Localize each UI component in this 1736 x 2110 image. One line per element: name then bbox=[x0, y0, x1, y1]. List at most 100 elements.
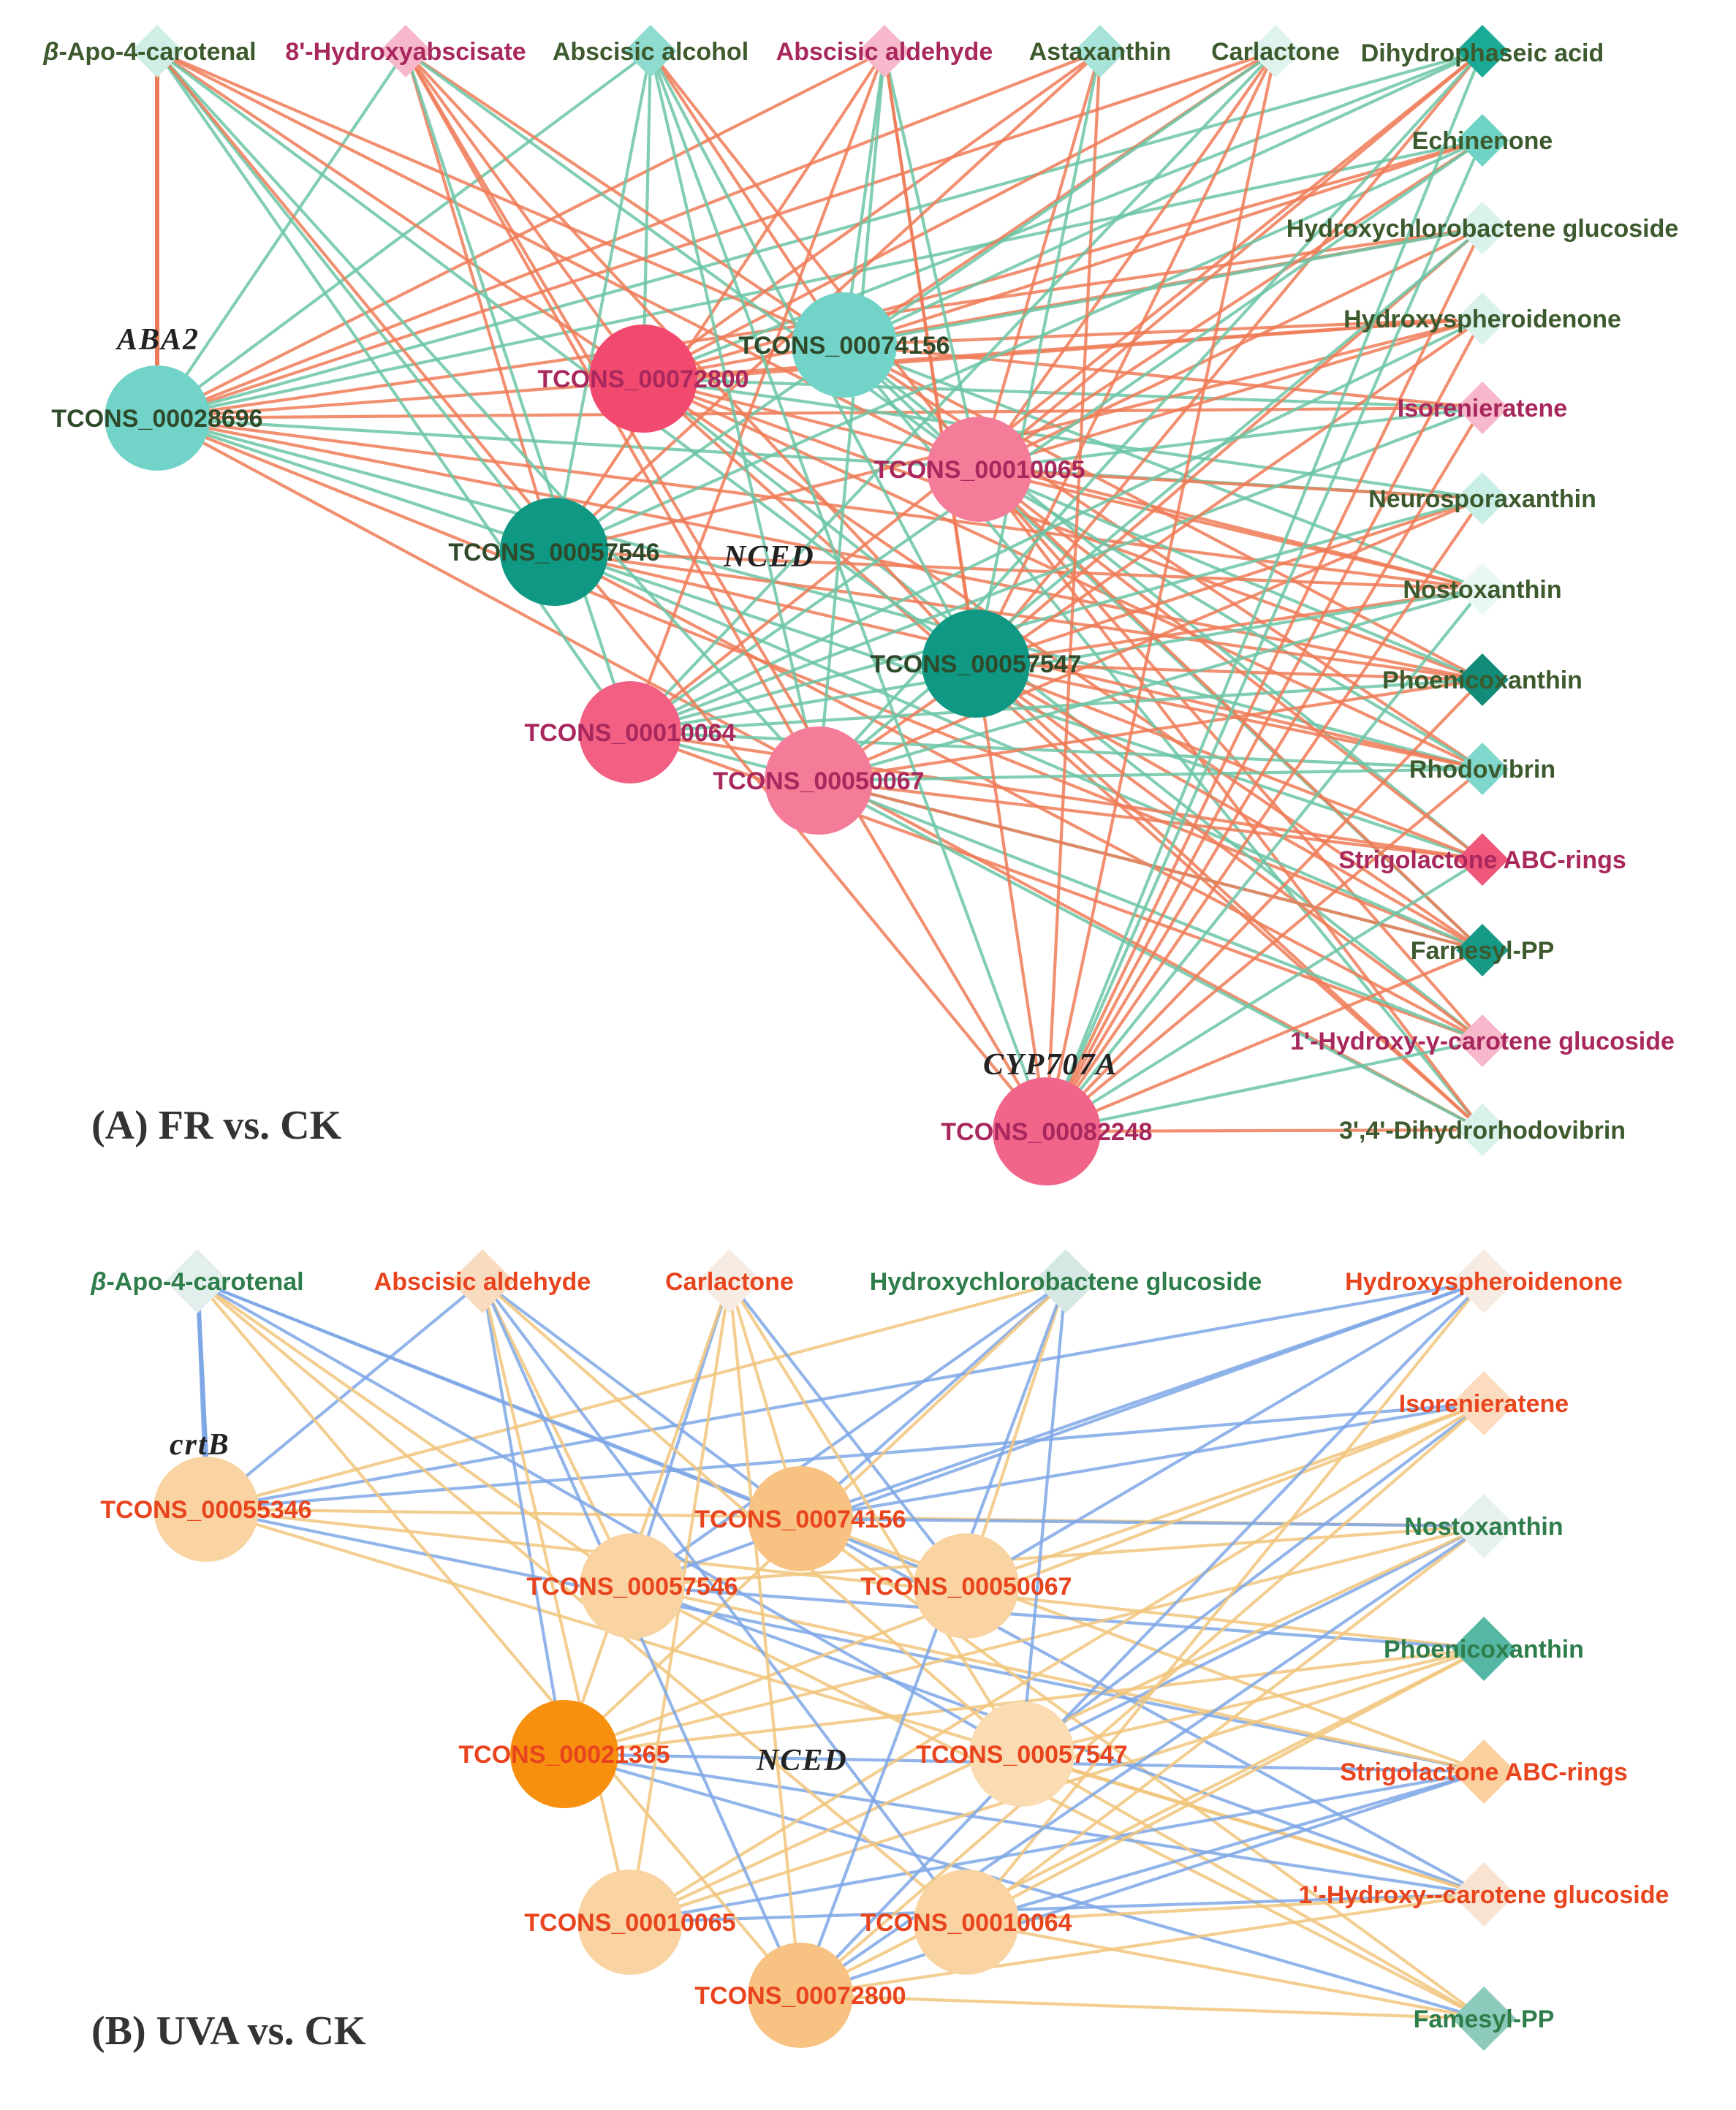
metabolite-node-strigolactone-abc-rings[interactable]: Strigolactone ABC-rings bbox=[1338, 833, 1626, 886]
metabolite-label: Dihydrophaseic acid bbox=[1361, 39, 1604, 67]
gene-node-tcons-00057547[interactable]: TCONS_00057547 bbox=[870, 610, 1082, 718]
metabolite-node-dihydrophaseic-acid[interactable]: Dihydrophaseic acid bbox=[1361, 25, 1604, 77]
metabolite-node-1-hydroxy-carotene-glucoside[interactable]: 1'-Hydroxy--carotene glucoside bbox=[1299, 1862, 1669, 1927]
metabolite-node-abscisic-alcohol[interactable]: Abscisic alcohol bbox=[553, 25, 748, 77]
edge-a-tcons-00072800-4 bbox=[642, 50, 1102, 380]
edge-a-tcons-00010065-17 bbox=[978, 468, 1484, 1042]
metabolite-label: Abscisic alcohol bbox=[553, 38, 748, 66]
edge-b-tcons-00010064-0 bbox=[196, 1280, 968, 1924]
metabolite-label: Hydroxyspheroidenone bbox=[1343, 306, 1621, 333]
gene-node-tcons-00074156[interactable]: TCONS_00074156 bbox=[694, 1466, 906, 1571]
metabolite-node-apo-4-carotenal[interactable]: β-Apo-4-carotenal bbox=[90, 1249, 304, 1313]
gene-node-tcons-00074156[interactable]: TCONS_00074156 bbox=[738, 292, 950, 398]
gene-node-tcons-00055346[interactable]: TCONS_00055346 bbox=[100, 1457, 312, 1562]
gene-node-tcons-00010065[interactable]: TCONS_00010065 bbox=[524, 1870, 736, 1975]
gene-node-tcons-00010065[interactable]: TCONS_00010065 bbox=[873, 417, 1085, 522]
edge-a-tcons-00028696-1 bbox=[156, 50, 407, 420]
edge-a-tcons-00028696-16 bbox=[156, 417, 1483, 952]
metabolite-label: Carlactone bbox=[1211, 38, 1340, 66]
edge-b-tcons-00050067-4 bbox=[965, 1280, 1485, 1587]
edge-a-tcons-00082248-2 bbox=[649, 50, 1048, 1132]
metabolite-node-hydroxychlorobactene-glucoside[interactable]: Hydroxychlorobactene glucoside bbox=[1286, 202, 1679, 254]
panel-a-fr-vs-ck: β-Apo-4-carotenal 8'-Hydroxyabscisate Absc… bbox=[42, 25, 1678, 1185]
metabolite-node-strigolactone-abc-rings[interactable]: Strigolactone ABC-rings bbox=[1340, 1739, 1628, 1804]
edge-b-tcons-00010064-10 bbox=[966, 1920, 1485, 2021]
metabolite-node-abscisic-aldehyde[interactable]: Abscisic aldehyde bbox=[776, 25, 993, 77]
metabolite-node-carlactone[interactable]: Carlactone bbox=[1211, 25, 1340, 77]
metabolite-label: Rhodovibrin bbox=[1409, 756, 1555, 783]
gene-node-tcons-00028696[interactable]: TCONS_00028696 bbox=[51, 365, 263, 471]
edge-a-tcons-00010065-13 bbox=[979, 468, 1483, 681]
edge-a-tcons-00010065-18 bbox=[978, 468, 1484, 1131]
gene-label: TCONS_00050067 bbox=[860, 1573, 1072, 1601]
edge-a-tcons-00057547-11 bbox=[975, 497, 1483, 665]
gene-node-tcons-00072800[interactable]: TCONS_00072800 bbox=[694, 1943, 906, 2048]
metabolite-node-phoenicoxanthin[interactable]: Phoenicoxanthin bbox=[1384, 1617, 1584, 1681]
metabolite-label: 1'-Hydroxy-γ-carotene glucoside bbox=[1290, 1028, 1675, 1055]
metabolite-label: Abscisic aldehyde bbox=[776, 38, 993, 66]
gene-node-tcons-00057546[interactable]: TCONS_00057546 bbox=[526, 1533, 738, 1639]
metabolite-label: Strigolactone ABC-rings bbox=[1338, 846, 1626, 874]
gene-node-tcons-00057546[interactable]: TCONS_00057546 bbox=[448, 498, 660, 606]
metabolite-label: Hydroxyspheroidenone bbox=[1345, 1268, 1623, 1296]
metabolite-node-neurosporaxanthin[interactable]: Neurosporaxanthin bbox=[1368, 472, 1596, 525]
gene-node-tcons-00082248[interactable]: TCONS_00082248 bbox=[941, 1077, 1153, 1185]
edge-b-tcons-00072800-2 bbox=[727, 1280, 803, 1996]
metabolite-node-isorenieratene[interactable]: Isorenieratene bbox=[1398, 382, 1567, 434]
edge-a-tcons-00074156-8 bbox=[844, 226, 1483, 347]
metabolite-node-8-hydroxyabscisate[interactable]: 8'-Hydroxyabscisate bbox=[285, 25, 526, 77]
metabolite-node-isorenieratene[interactable]: Isorenieratene bbox=[1399, 1371, 1569, 1435]
edge-a-tcons-00082248-9 bbox=[1045, 318, 1484, 1132]
edge-b-tcons-00057547-6 bbox=[1021, 1525, 1485, 1756]
panel-a-genes: TCONS_00028696 TCONS_00072800TCONS_000741… bbox=[51, 292, 1153, 1185]
edge-b-tcons-00021365-5 bbox=[564, 1402, 1485, 1756]
metabolite-diamond bbox=[1456, 653, 1509, 706]
metabolite-node-farnesyl-pp[interactable]: Farnesyl-PP bbox=[1411, 924, 1555, 976]
metabolite-node-famesyl-pp[interactable]: Famesyl-PP bbox=[1414, 1986, 1555, 2051]
metabolite-node-nostoxanthin[interactable]: Nostoxanthin bbox=[1404, 1494, 1563, 1558]
edge-a-tcons-00050067-15 bbox=[818, 778, 1483, 862]
edge-b-tcons-00021365-10 bbox=[564, 1752, 1485, 2021]
gene-node-tcons-00021365[interactable]: TCONS_00021365 bbox=[458, 1700, 670, 1808]
metabolite-label: Neurosporaxanthin bbox=[1368, 485, 1596, 513]
edge-b-tcons-00021365-9 bbox=[564, 1752, 1485, 1897]
edge-b-tcons-00074156-1 bbox=[481, 1280, 802, 1520]
metabolite-node-hydroxyspheroidenone[interactable]: Hydroxyspheroidenone bbox=[1343, 292, 1621, 345]
gene-group-label-cyp707a: CYP707A bbox=[983, 1048, 1118, 1082]
metabolite-node-apo-4-carotenal[interactable]: β-Apo-4-carotenal bbox=[42, 25, 257, 77]
metabolite-node-phoenicoxanthin[interactable]: Phoenicoxanthin bbox=[1382, 653, 1583, 706]
edge-a-tcons-00057546-0 bbox=[156, 50, 556, 553]
edge-a-tcons-00057547-13 bbox=[975, 661, 1483, 682]
gene-node-tcons-00072800[interactable]: TCONS_00072800 bbox=[537, 325, 749, 433]
metabolite-node-hydroxyspheroidenone[interactable]: Hydroxyspheroidenone bbox=[1345, 1249, 1623, 1313]
metabolite-node-nostoxanthin[interactable]: Nostoxanthin bbox=[1403, 563, 1562, 615]
edge-b-tcons-00050067-5 bbox=[966, 1402, 1485, 1587]
edge-b-tcons-00072800-5 bbox=[799, 1402, 1485, 1997]
metabolite-diamond bbox=[1456, 114, 1509, 167]
gene-node-tcons-00050067[interactable]: TCONS_00050067 bbox=[860, 1533, 1072, 1639]
panel-a-edges bbox=[155, 49, 1484, 1134]
edge-b-tcons-00010064-9 bbox=[966, 1892, 1485, 1924]
gene-node-tcons-00057547[interactable]: TCONS_00057547 bbox=[916, 1701, 1128, 1807]
gene-node-tcons-00050067[interactable]: TCONS_00050067 bbox=[713, 726, 925, 835]
metabolite-node-3-4-dihydrorhodovibrin[interactable]: 3',4'-Dihydrorhodovibrin bbox=[1339, 1104, 1626, 1156]
metabolite-node-abscisic-aldehyde[interactable]: Abscisic aldehyde bbox=[374, 1249, 591, 1313]
metabolite-node-astaxanthin[interactable]: Astaxanthin bbox=[1029, 25, 1172, 77]
edge-a-tcons-00010065-4 bbox=[977, 50, 1102, 470]
edge-a-tcons-00072800-2 bbox=[641, 50, 653, 379]
metabolite-diamond bbox=[165, 1249, 230, 1313]
gene-node-tcons-00010064[interactable]: TCONS_00010064 bbox=[860, 1870, 1072, 1975]
metabolite-node-rhodovibrin[interactable]: Rhodovibrin bbox=[1409, 743, 1555, 795]
metabolite-node-carlactone[interactable]: Carlactone bbox=[665, 1249, 794, 1313]
metabolite-node-echinenone[interactable]: Echinenone bbox=[1412, 114, 1553, 167]
metabolite-node-1-hydroxy-carotene-glucoside[interactable]: 1'-Hydroxy-γ-carotene glucoside bbox=[1290, 1014, 1675, 1067]
metabolite-diamond bbox=[1456, 292, 1509, 345]
edge-a-tcons-00082248-7 bbox=[1045, 140, 1484, 1132]
gene-node-tcons-00010064[interactable]: TCONS_00010064 bbox=[524, 681, 736, 783]
metabolite-label: 8'-Hydroxyabscisate bbox=[285, 38, 526, 66]
edge-b-tcons-00050067-3 bbox=[965, 1280, 1067, 1587]
metabolite-node-hydroxychlorobactene-glucoside[interactable]: Hydroxychlorobactene glucoside bbox=[870, 1249, 1262, 1313]
edge-b-tcons-00055346-5 bbox=[205, 1401, 1485, 1511]
